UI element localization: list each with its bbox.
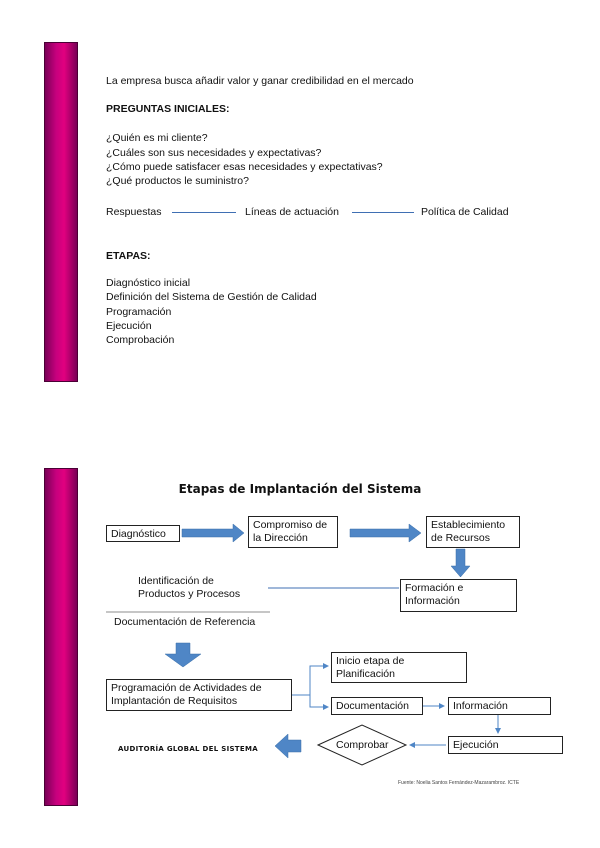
formacion-label: Formación e [405,582,464,594]
compromiso-label: Compromiso de [253,519,328,531]
programacion-box: Programación de Actividades de Implantac… [106,679,292,711]
formacion-box: Formación e Información [400,579,517,612]
decorative-side-bar [44,468,78,806]
comprobar-diamond [316,724,408,766]
stages-heading: ETAPAS: [106,250,151,262]
documentacion-label: Documentación [336,700,409,712]
identificacion-line: Identificación de [138,575,214,587]
question-item: ¿Cómo puede satisfacer esas necesidades … [106,161,383,173]
stage-item: Ejecución [106,320,152,332]
slide-1: La empresa busca añadir valor y ganar cr… [0,0,600,400]
questions-heading: PREGUNTAS INICIALES: [106,103,230,115]
inicio-label: Inicio etapa de [336,655,405,667]
stage-item: Comprobación [106,334,175,346]
stage-item: Programación [106,306,172,318]
question-item: ¿Quién es mi cliente? [106,132,208,144]
diagnostico-box: Diagnóstico [106,525,180,542]
informacion-label: Información [453,700,508,712]
slide-2: Etapas de Implantación del Sistema Diagn… [0,460,600,840]
question-item: ¿Qué productos le suministro? [106,175,249,187]
question-item: ¿Cuáles son sus necesidades y expectativ… [106,147,322,159]
auditoria-text: AUDITORÍA GLOBAL DEL SISTEMA [118,745,258,753]
diagram-connectors [106,523,501,766]
ejecucion-box: Ejecución [448,736,563,754]
comprobar-label: Comprobar [336,739,389,751]
decorative-side-bar [44,42,78,382]
inicio-label: Planificación [336,668,395,680]
flow-connector-line [172,212,236,213]
inicio-planificacion-box: Inicio etapa de Planificación [331,652,467,683]
flow-respuestas: Respuestas [106,206,162,218]
ejecucion-label: Ejecución [453,739,499,751]
establecimiento-label: Establecimiento [431,519,506,531]
flow-lineas-actuacion: Líneas de actuación [245,206,339,218]
intro-text: La empresa busca añadir valor y ganar cr… [106,75,414,87]
diagram-title: Etapas de Implantación del Sistema [178,482,422,496]
compromiso-label: la Dirección [253,532,308,544]
block-arrow-left [274,733,302,759]
informacion-box: Información [448,697,551,715]
documentacion-referencia-text: Documentación de Referencia [114,616,256,628]
formacion-label: Información [405,595,460,607]
compromiso-box: Compromiso de la Dirección [248,516,338,548]
flow-politica-calidad: Política de Calidad [421,206,509,218]
source-caption: Fuente: Noelia Santos Fernández-Mazaramb… [398,780,520,786]
programacion-label: Implantación de Requisitos [111,695,238,707]
programacion-label: Programación de Actividades de [111,682,262,694]
connector-branch [309,695,329,710]
stage-item: Diagnóstico inicial [106,277,191,289]
block-arrow-down [164,642,202,668]
block-arrow-right [181,523,245,543]
connector-branch [292,663,329,696]
establecimiento-box: Establecimiento de Recursos [426,516,520,548]
identificacion-text: Identificación de Productos y Procesos [138,575,240,601]
documentacion-box: Documentación [331,697,423,715]
diagnostico-label: Diagnóstico [111,528,166,540]
stage-item: Definición del Sistema de Gestión de Cal… [106,291,317,303]
block-arrow-right [349,523,422,543]
block-arrow-down [450,548,471,578]
identificacion-line: Productos y Procesos [138,588,241,600]
flow-connector-line [352,212,414,213]
establecimiento-label: de Recursos [431,532,490,544]
